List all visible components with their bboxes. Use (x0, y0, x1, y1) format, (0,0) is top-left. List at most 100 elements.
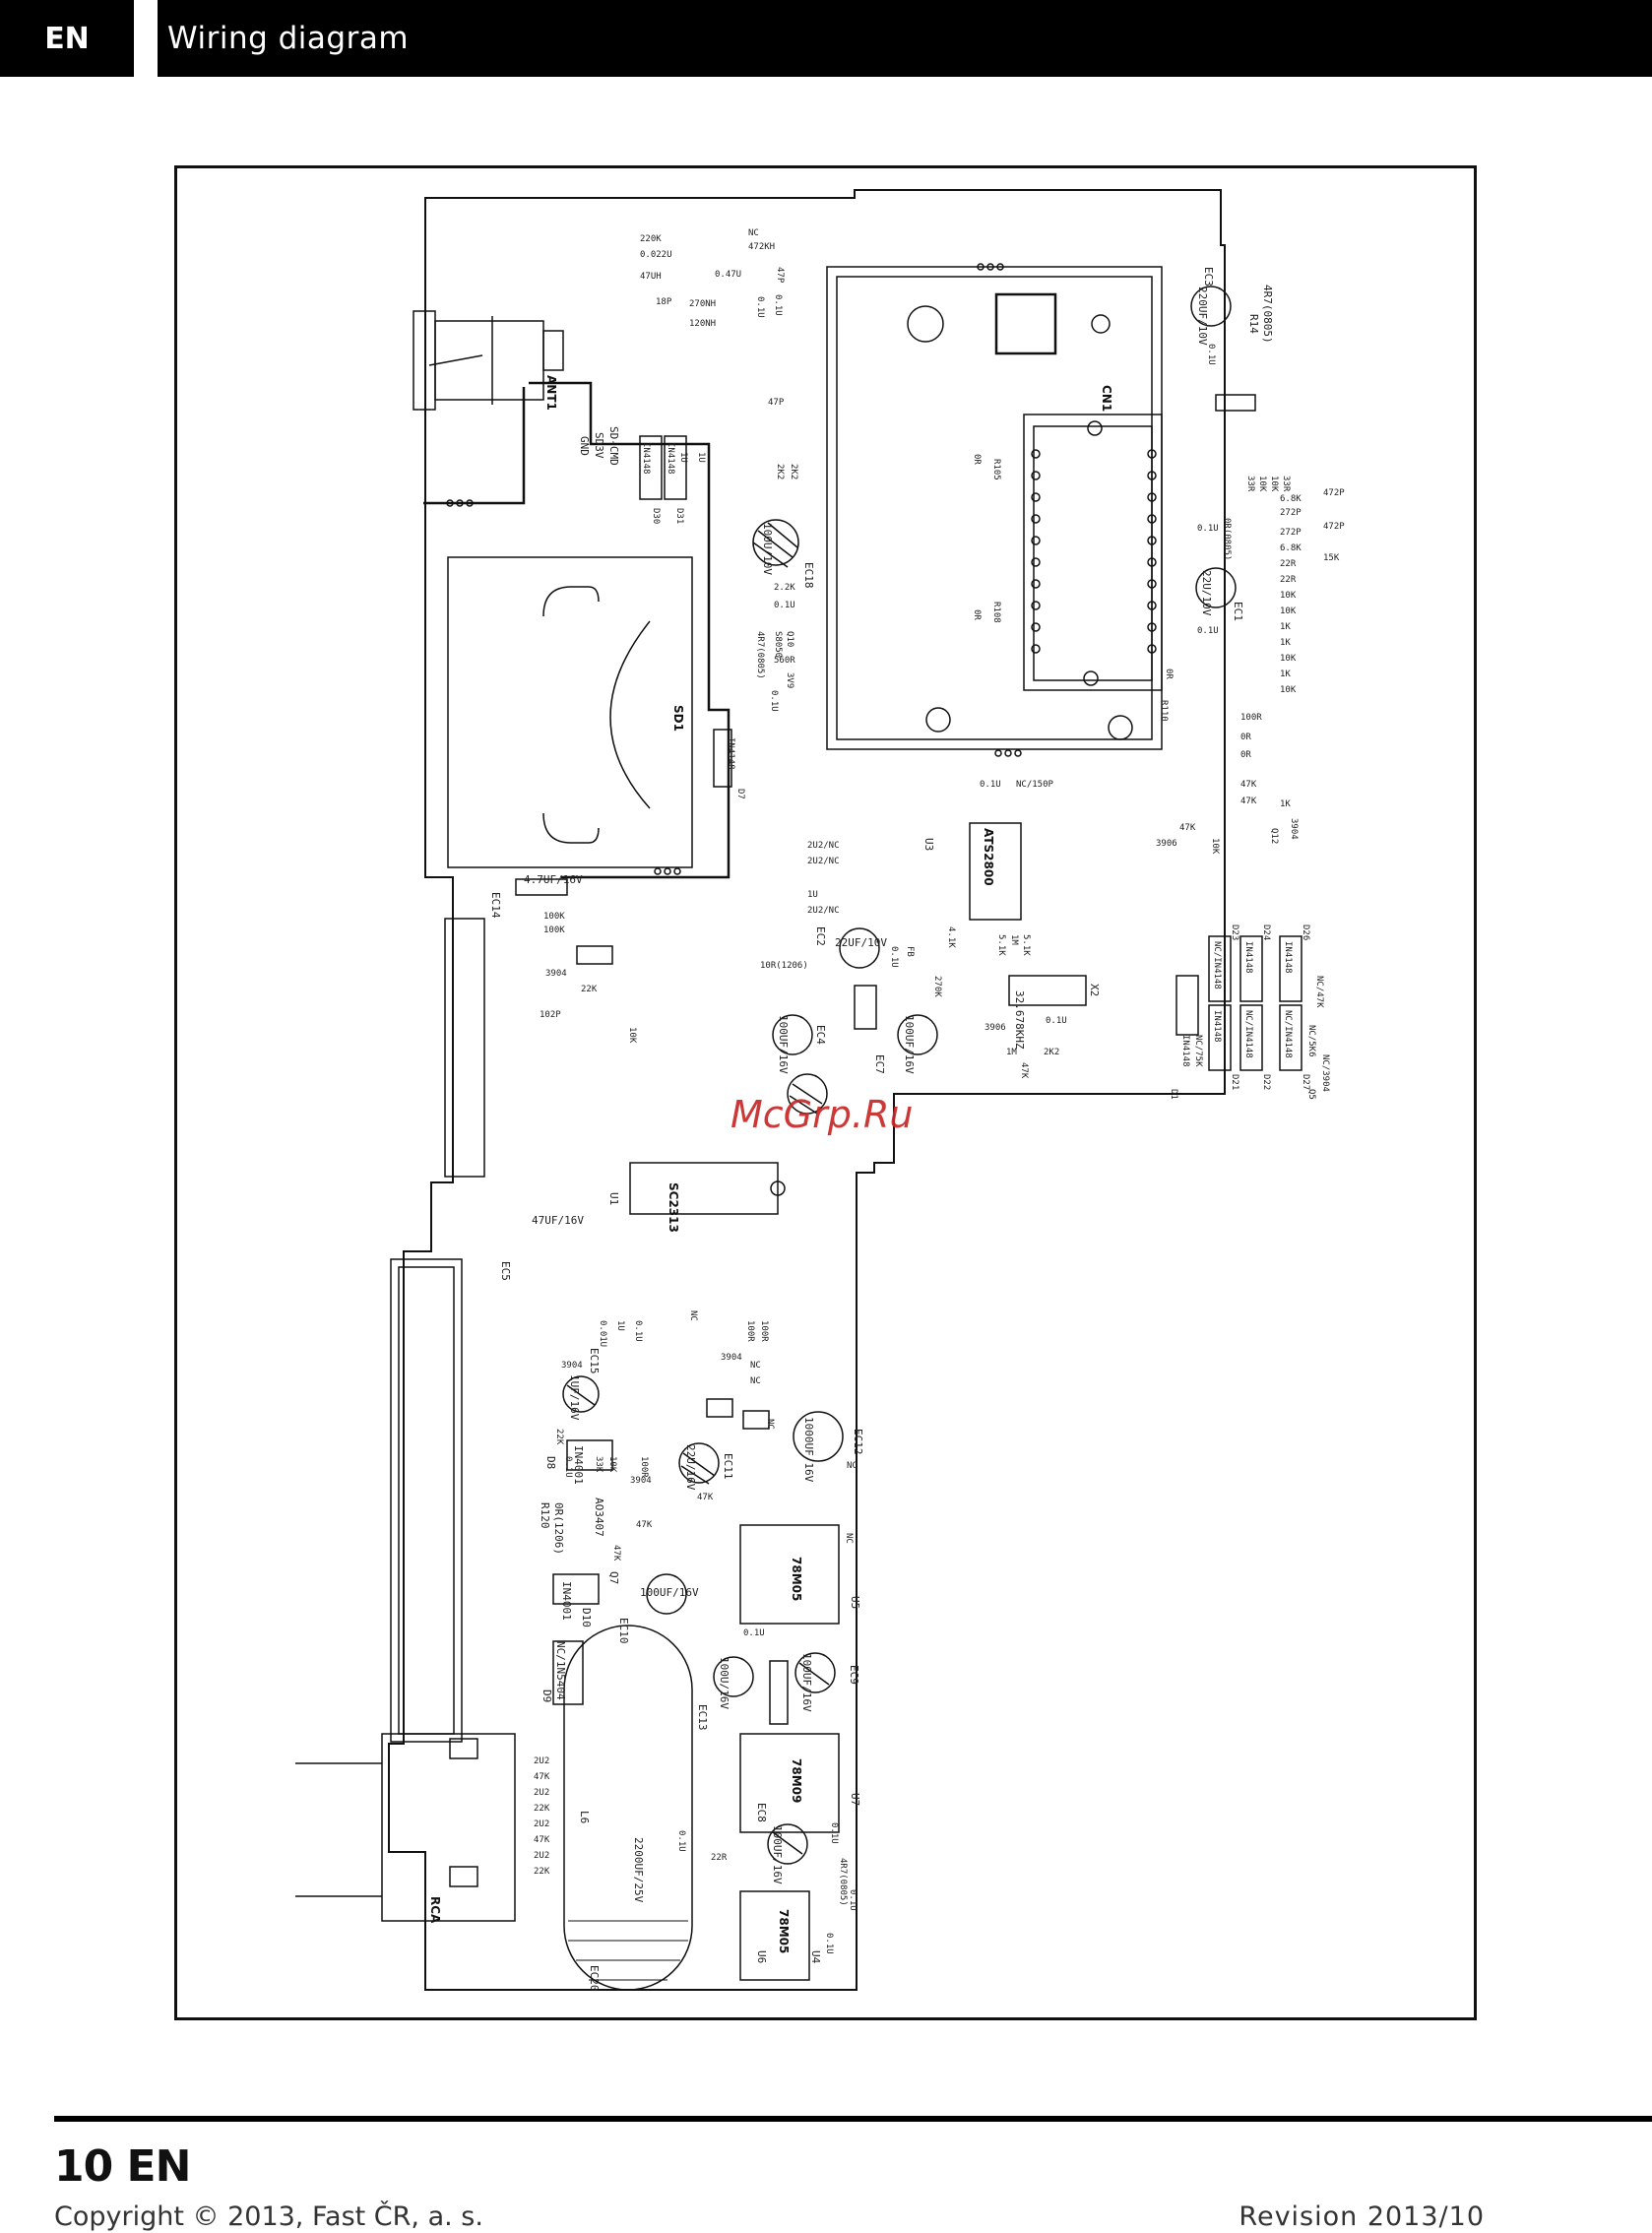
label-cn1: CN1 (1100, 385, 1113, 412)
label-d8-part: IN4001 (572, 1445, 585, 1485)
label-r34-val: 22R (1280, 559, 1297, 569)
label-ec1-val: 22U/10V (1200, 570, 1213, 616)
label-r103-val: 1K (1280, 622, 1291, 632)
label-r64-val: 10R(1206) (760, 961, 808, 971)
label-q5: Q5 (1306, 1089, 1316, 1100)
label-gnd: GND (578, 436, 591, 456)
cn1-module (826, 266, 1163, 750)
label-r18-val: 33R (1281, 476, 1291, 492)
label-q3-part: 3906 (1156, 839, 1177, 849)
label-d22: D22 (1261, 1074, 1271, 1090)
label-q6-part: 3904 (721, 1353, 742, 1363)
label-crystal: 32.678KHZ (1013, 990, 1026, 1050)
label-c7-val: 1M (1006, 1048, 1017, 1057)
label-c2-val: 0.1U (1197, 626, 1219, 636)
label-d7-part: IN4148 (726, 737, 735, 770)
label-d9-part: NC/1N5404 (554, 1641, 567, 1700)
label-c73-val: 1U (696, 452, 706, 463)
label-c1-val: 102P (540, 1010, 561, 1020)
label-c70-val: 0.022U (640, 250, 672, 260)
label-r9-val: 100R (639, 1456, 649, 1478)
label-q4-part: 3904 (630, 1476, 652, 1486)
label-r75-val: NC (750, 1361, 761, 1371)
label-r21-val: NC/5K6 (1306, 1025, 1316, 1057)
label-ec11: EC11 (722, 1453, 734, 1480)
label-r37-val: 22R (711, 1853, 728, 1863)
label-r65-val: 2K2 (789, 464, 798, 479)
language-label: EN (44, 21, 90, 56)
label-r32-val: NC (847, 1461, 858, 1471)
label-ec5-val: 47UF/16V (532, 1214, 584, 1227)
left-connector (390, 1258, 463, 1743)
label-ec1: EC1 (1232, 602, 1244, 621)
label-c101-val: 1U (615, 1320, 625, 1331)
label-q2-part: 3906 (985, 1023, 1006, 1033)
section-title: Wiring diagram (167, 21, 410, 56)
label-r27-val: 10K (1280, 685, 1297, 695)
copyright: Copyright © 2013, Fast ČR, a. s. (54, 2201, 483, 2232)
label-c37-val: 0.1U (1197, 524, 1219, 534)
header-bar: Wiring diagram (158, 0, 1652, 77)
label-d23: D23 (1230, 925, 1239, 940)
label-r24-val: 0R (1240, 750, 1251, 760)
label-r47-val: 5.1K (996, 934, 1006, 956)
label-d21-part: IN4148 (1212, 1010, 1222, 1043)
label-d27-part: NC/IN4148 (1283, 1010, 1293, 1058)
label-c50-val: 472P (1323, 522, 1345, 532)
label-rca: RCA (428, 1896, 442, 1924)
label-r62-val: 47K (1240, 797, 1257, 806)
label-r23-val: NC/47K (1314, 976, 1324, 1008)
label-r44-val: 47K (636, 1520, 653, 1530)
label-c27-val: NC (844, 1533, 854, 1544)
label-r80-val: 47K (611, 1545, 621, 1562)
label-r28-val: 6.8K (1280, 494, 1302, 504)
label-ec14-val: 4.7UF/16V (524, 873, 583, 886)
label-c4-val: 0.1U (1046, 1016, 1067, 1026)
label-u6: U6 (755, 1950, 768, 1963)
label-d27: D27 (1301, 1074, 1310, 1090)
ec20-cap (563, 1625, 693, 1991)
label-ec15: EC15 (588, 1348, 601, 1374)
label-r76-val: 1K (1280, 670, 1291, 679)
label-d31: D31 (674, 508, 684, 524)
label-r66-val: 2K2 (775, 464, 785, 479)
label-r236-val: 2.2K (774, 583, 795, 593)
label-r81-val: 47K (697, 1493, 714, 1502)
label-c39-val: 1U (807, 890, 818, 900)
label-r77-val: 1K (1280, 638, 1291, 648)
label-c12-val: 0.1U (755, 296, 765, 318)
label-r82-val: 4R7(0805) (755, 631, 765, 679)
u7-regulator (739, 1733, 840, 1833)
label-r14-val: 4R7(0805) (1261, 285, 1274, 344)
label-c63-val: 0.01U (598, 1320, 607, 1347)
label-r110: R110 (1159, 700, 1169, 722)
revision: Revision 2013/10 (1239, 2201, 1485, 2232)
label-c62-val: 0.1U (774, 601, 795, 610)
label-r8-val: 5.1K (1021, 934, 1031, 956)
label-ec12: EC12 (852, 1429, 864, 1455)
label-d30: D30 (651, 508, 661, 524)
label-l6: L6 (578, 1811, 591, 1823)
label-ec20: EC20 (588, 1965, 601, 1992)
cn1-pin-header (1031, 449, 1157, 654)
label-l22-val: 472KH (748, 242, 775, 252)
label-r105-val: 0R (972, 454, 982, 465)
label-r15-val: 10K (1257, 476, 1267, 492)
label-l2-val: 270NH (689, 299, 716, 309)
board-outline (388, 189, 1226, 1991)
label-q12: Q12 (1269, 828, 1279, 844)
label-c47-val: NC (765, 1419, 775, 1430)
label-c76-val: 0.1U (773, 294, 783, 316)
label-r16-val: 10K (1269, 476, 1279, 492)
label-r20-val: 10K (1210, 838, 1220, 855)
label-c90-val: 0.1U (676, 1830, 686, 1852)
label-q7: Q7 (607, 1571, 620, 1584)
label-r108-val: 0R (972, 609, 982, 620)
label-c46-val: 0.1U (743, 1628, 765, 1638)
label-r119-val: 22K (581, 985, 598, 994)
label-ec13-val: 100U/16V (718, 1657, 731, 1709)
label-r97-val: 220K (640, 234, 662, 244)
label-q7-part: AO3407 (593, 1498, 605, 1537)
pcb-layout: ANT1 GND SD3V SD-CMD SD1 CN1 SC2313 U1 A… (295, 189, 1345, 1992)
label-r56-val: 10K (1280, 591, 1297, 601)
